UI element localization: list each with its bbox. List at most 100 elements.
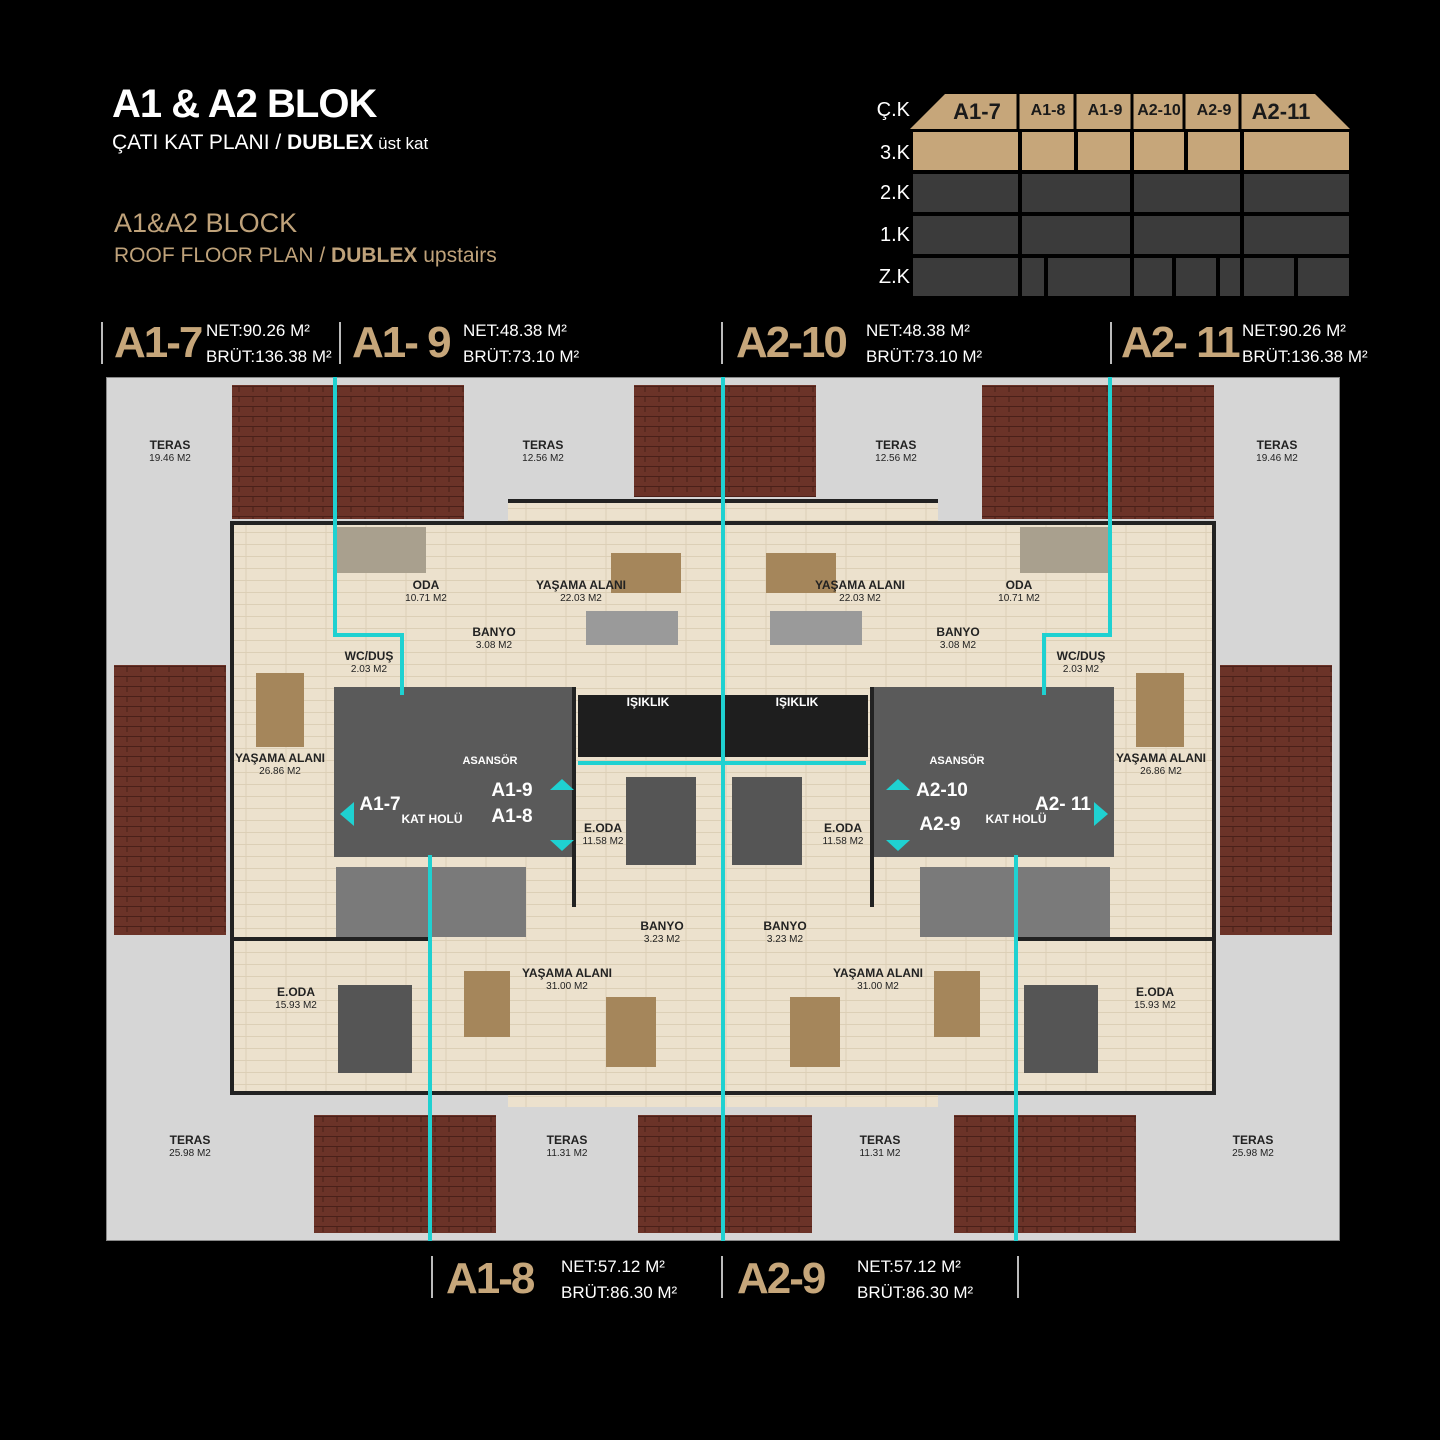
unit-brut-a2-9: BRÜT:86.30 M² bbox=[857, 1283, 974, 1302]
room-name: WC/DUŞ bbox=[1056, 649, 1106, 663]
room-name: E.ODA bbox=[823, 821, 862, 835]
floor-label-ground: Z.K bbox=[878, 266, 910, 288]
subtitle-prefix: ÇATI KAT PLANI / bbox=[112, 131, 288, 154]
unit-label-a1-8: A1-8 bbox=[446, 1254, 535, 1303]
room-name: BANYO bbox=[936, 625, 980, 639]
label-divider bbox=[721, 1256, 723, 1298]
room-name: TERAS bbox=[149, 438, 191, 452]
room-name: YAŞAMA ALANI bbox=[832, 966, 923, 980]
en-subtitle-suffix: upstairs bbox=[417, 244, 497, 267]
hall-tag-a2-11: A2- 11 bbox=[1035, 793, 1091, 815]
key-cell bbox=[1078, 132, 1130, 170]
label-divider bbox=[721, 322, 723, 364]
key-cell bbox=[1244, 132, 1349, 170]
unit-net-a2-10: NET:48.38 M² bbox=[866, 321, 970, 340]
room-area: 11.58 M2 bbox=[822, 836, 864, 847]
key-cell bbox=[1022, 174, 1130, 212]
room-name: TERAS bbox=[859, 1133, 901, 1147]
elevator-label: ASANSÖR bbox=[929, 754, 985, 767]
label-divider bbox=[101, 322, 103, 364]
room-area: 3.08 M2 bbox=[475, 640, 513, 651]
unit-area-a2-11: NET:90.26 M² BRÜT:136.38 M² bbox=[1242, 318, 1368, 370]
unit-brut-a1-9: BRÜT:73.10 M² bbox=[463, 347, 580, 366]
unit-net-a2-11: NET:90.26 M² bbox=[1242, 321, 1346, 340]
unit-net-a2-9: NET:57.12 M² bbox=[857, 1257, 961, 1276]
hall-tag-a1-8: A1-8 bbox=[491, 805, 533, 827]
hall-label: KAT HOLÜ bbox=[401, 812, 463, 826]
label-divider bbox=[1017, 1256, 1019, 1298]
en-subtitle-bold: DUBLEX bbox=[331, 244, 418, 267]
subtitle-bold: DUBLEX bbox=[287, 131, 374, 154]
room-name: TERAS bbox=[546, 1133, 588, 1147]
room-area: 15.93 M2 bbox=[275, 1000, 317, 1011]
room-name: TERAS bbox=[169, 1133, 211, 1147]
key-cell bbox=[913, 258, 1018, 296]
unit-label-a2-11: A2- 11 bbox=[1121, 318, 1241, 367]
english-subtitle: ROOF FLOOR PLAN / DUBLEX upstairs bbox=[114, 244, 497, 268]
room-area: 31.00 M2 bbox=[857, 981, 899, 992]
hall-tag-a1-7: A1-7 bbox=[359, 793, 401, 815]
floor-label-3: 3.K bbox=[879, 142, 910, 164]
room-area: 11.58 M2 bbox=[582, 836, 624, 847]
room-name: E.ODA bbox=[276, 985, 315, 999]
furniture bbox=[256, 527, 1184, 1073]
english-title: A1&A2 BLOCK bbox=[114, 208, 298, 238]
room-area: 2.03 M2 bbox=[350, 664, 388, 675]
room-name: YAŞAMA ALANI bbox=[521, 966, 612, 980]
floor-plan bbox=[106, 377, 1340, 1241]
key-cell bbox=[913, 174, 1018, 212]
room-name: TERAS bbox=[1256, 438, 1298, 452]
unit-area-a1-7: NET:90.26 M² BRÜT:136.38 M² bbox=[206, 318, 332, 370]
room-area: 11.31 M2 bbox=[546, 1148, 588, 1159]
label-divider bbox=[431, 1256, 433, 1298]
key-cell bbox=[1188, 132, 1240, 170]
label-divider bbox=[339, 322, 341, 364]
room-name: ODA bbox=[412, 578, 440, 592]
en-subtitle-prefix: ROOF FLOOR PLAN / bbox=[114, 244, 332, 267]
room-area: 22.03 M2 bbox=[560, 593, 602, 604]
room-area: 11.31 M2 bbox=[859, 1148, 901, 1159]
hall-tag-a1-9: A1-9 bbox=[491, 779, 533, 801]
unit-net-a1-9: NET:48.38 M² bbox=[463, 321, 567, 340]
key-cell bbox=[1298, 258, 1349, 296]
room-name: WC/DUŞ bbox=[344, 649, 394, 663]
room-name: BANYO bbox=[640, 919, 684, 933]
unit-label-a2-9: A2-9 bbox=[737, 1254, 826, 1303]
room-name: E.ODA bbox=[583, 821, 622, 835]
floor-label-2: 2.K bbox=[879, 182, 910, 204]
key-cell bbox=[1134, 216, 1240, 254]
room-area: 19.46 M2 bbox=[1256, 453, 1298, 464]
room-area: 19.46 M2 bbox=[149, 453, 191, 464]
isiklik-label: IŞIKLIK bbox=[775, 695, 819, 709]
label-divider bbox=[1110, 322, 1112, 364]
room-area: 25.98 M2 bbox=[1232, 1148, 1274, 1159]
room-area: 2.03 M2 bbox=[1062, 664, 1100, 675]
key-cell bbox=[1022, 132, 1074, 170]
key-unit-a2-10: A2-10 bbox=[1137, 102, 1181, 119]
room-name: ODA bbox=[1005, 578, 1033, 592]
unit-label-a1-9: A1- 9 bbox=[352, 318, 452, 367]
key-cell bbox=[1134, 258, 1172, 296]
room-name: TERAS bbox=[522, 438, 564, 452]
room-area: 3.08 M2 bbox=[939, 640, 977, 651]
key-cell bbox=[1048, 258, 1130, 296]
